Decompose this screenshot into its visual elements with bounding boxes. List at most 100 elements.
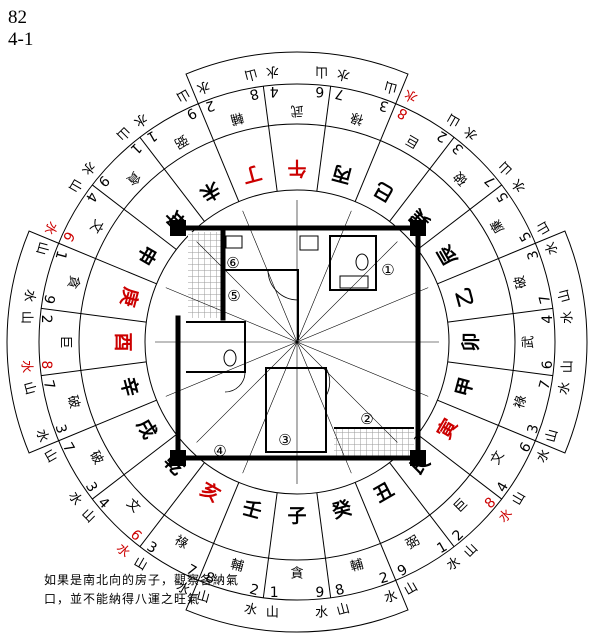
star-label: 輔 [229,557,245,575]
mountain-ring-inner-circle [144,189,450,495]
mountain-water-label: 山 [510,489,529,508]
door-arc [267,269,299,301]
palace-number: 1 [144,127,160,145]
mountain-water-label: 水 [40,219,59,238]
mountain-water-label: 山 [20,380,38,396]
mountain-water-label: 山 [113,123,133,143]
ring-divider [447,307,553,323]
ring-divider [417,434,502,500]
palace-number: 2 [378,570,391,588]
mountain-water-label: 水 [78,158,98,178]
ring-divider [437,399,536,442]
palace-ring-outer-circle [38,83,556,601]
mountain-water-label: 山 [131,555,150,574]
star-label: 破 [64,394,82,410]
mountain-label: 酉 [112,332,134,351]
palace-number: 4 [95,494,113,512]
mountain-label: 巳 [370,177,397,206]
palace-number: 9 [95,172,113,190]
star-label: 武 [290,103,303,118]
mountain-water-label: 水 [174,579,193,598]
mountain-water-label: 水 [33,428,51,444]
mountain-label: 庚 [116,285,143,309]
ring-divider [92,184,177,250]
palace-number: 6 [315,83,324,99]
palace-number: 3 [52,423,70,436]
mountain-water-label: 山 [461,541,481,561]
star-label: 破 [512,274,530,290]
palace-number: 8 [204,570,217,588]
star-label: 巨 [451,496,471,516]
toilet-fixture [355,253,369,271]
room-marker: ④ [213,442,226,460]
star-label: 破 [451,168,471,188]
star-label: 弼 [404,533,423,552]
mountain-water-label: 山 [402,579,421,598]
mountain-water-label: 山 [383,78,399,96]
mountain-water-label: 山 [560,360,575,373]
mountain-water-label: 水 [534,447,553,466]
star-label: 文 [123,496,143,516]
mountain-water-label: 水 [510,176,529,195]
mountain-water-label: 水 [543,240,561,256]
ring-divider [262,86,278,192]
mountain-water-label: 山 [335,601,351,619]
mountain-water-label: 山 [534,219,553,238]
mountain-label: 丑 [370,478,397,507]
palace-number: 6 [127,527,145,545]
mountain-label: 寅 [433,415,462,443]
mountain-water-label: 山 [174,85,193,104]
mountain-label: 亥 [196,478,224,507]
mountain-water-label: 水 [335,65,351,83]
partition-bath-east [329,235,377,291]
palace-number: 4 [494,479,512,495]
mountain-label: 辛 [116,375,143,399]
ring-divider [262,492,278,598]
mountain-label: 申 [132,241,161,269]
room-marker: ⑤ [227,287,240,305]
mountain-label: 子 [287,505,306,527]
palace-ring-inner-circle [78,123,516,561]
palace-number: 6 [540,360,556,369]
mountain-label: 丙 [330,161,354,187]
palace-number: 3 [378,97,391,115]
palace-number: 8 [334,581,347,599]
cardinal-extension-box [185,580,409,633]
mountain-water-label: 山 [78,506,98,526]
palace-number: 7 [536,379,554,392]
stove-fixture [299,235,319,251]
mountain-label: 乙 [452,285,478,309]
ring-divider [197,103,240,202]
partition-bath [186,321,246,373]
door-arc [224,371,246,393]
palace-number: 7 [482,172,500,190]
palace-number: 3 [525,423,543,436]
partition-room-5 [223,269,299,340]
ring-divider [316,86,332,192]
palace-number: 3 [525,249,543,262]
palace-number: 2 [449,527,467,545]
palace-number: 1 [434,539,450,557]
palace-number: 5 [494,189,512,205]
palace-number: 9 [315,585,324,601]
cardinal-extension-box [535,230,588,454]
palace-number: 4 [270,83,279,99]
star-label: 祿 [172,533,191,552]
ring-divider [447,361,553,377]
palace-number: 4 [540,315,556,324]
room-marker: ⑥ [226,254,239,272]
palace-number: 3 [82,479,100,495]
palace-number: 2 [434,127,450,145]
radial-guide [242,210,352,474]
mountain-water-label: 水 [131,110,150,129]
ring-divider [354,103,397,202]
mountain-water-label: 山 [543,428,561,444]
palace-number: 6 [59,228,77,244]
column-block [410,450,426,466]
figure-code: 4-1 [8,29,34,50]
palace-number: 7 [334,85,347,103]
mountain-water-label: 山 [65,176,84,195]
mountain-water-label: 水 [315,605,328,620]
mountain-water-label: 水 [65,489,84,508]
caption-note: 如果是南北向的房子，觀察各納氣口，並不能納得八運之旺氣 [44,573,240,606]
